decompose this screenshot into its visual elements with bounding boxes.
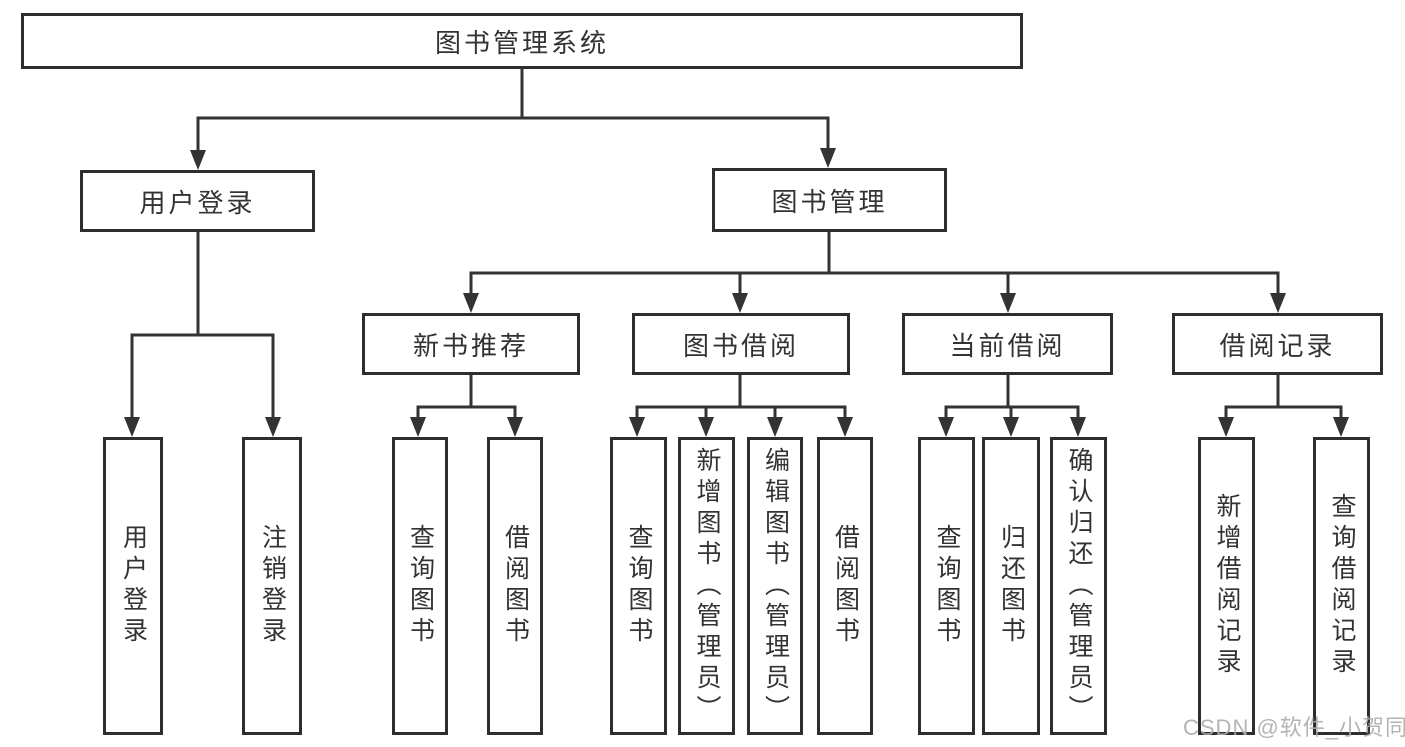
node-leaf-edit-books-admin-label: 编辑图书（管理员） (761, 446, 790, 726)
arrowhead (265, 417, 281, 437)
connector-root-to-level2 (196, 69, 830, 152)
arrowhead (410, 417, 426, 437)
node-leaf-add-books-admin-label: 新增图书（管理员） (693, 446, 721, 726)
node-user-login-branch-label: 用户登录 (139, 187, 256, 218)
node-leaf-query-books-1-label: 查询图书 (406, 524, 435, 648)
node-leaf-return-books: 归还图书 (982, 437, 1040, 735)
node-leaf-query-books-2-label: 查询图书 (625, 524, 653, 648)
node-borrow-records: 借阅记录 (1172, 313, 1383, 375)
node-user-login-branch: 用户登录 (80, 170, 315, 232)
node-root-label: 图书管理系统 (434, 27, 609, 58)
node-book-management-label: 图书管理 (771, 186, 888, 217)
node-new-book-recommend-label: 新书推荐 (412, 330, 529, 361)
node-leaf-add-borrow-record: 新增借阅记录 (1198, 437, 1255, 735)
node-leaf-logout-label: 注销登录 (258, 524, 287, 648)
node-leaf-borrow-books-1-label: 借阅图书 (501, 524, 530, 648)
arrowhead (507, 417, 523, 437)
node-borrow-records-label: 借阅记录 (1219, 330, 1336, 361)
node-leaf-edit-books-admin: 编辑图书（管理员） (747, 437, 803, 735)
arrowhead (124, 417, 140, 437)
connector-bookborrow-to-leaves (635, 375, 847, 419)
arrowhead (1000, 293, 1016, 313)
node-current-borrow-label: 当前借阅 (949, 330, 1066, 361)
node-leaf-borrow-books-1: 借阅图书 (487, 437, 543, 735)
arrowhead (837, 417, 853, 437)
arrowhead (1003, 417, 1019, 437)
connector-userlogin-to-leaves (130, 232, 275, 419)
node-root: 图书管理系统 (21, 13, 1023, 69)
node-book-borrow-label: 图书借阅 (682, 330, 799, 361)
arrowhead (1333, 417, 1349, 437)
node-leaf-query-books-3: 查询图书 (918, 437, 975, 735)
arrowhead (732, 293, 748, 313)
node-leaf-borrow-books-2: 借阅图书 (817, 437, 873, 735)
node-leaf-query-books-3-label: 查询图书 (933, 524, 961, 648)
arrowhead (698, 417, 714, 437)
node-leaf-confirm-return-admin: 确认归还（管理员） (1050, 437, 1107, 735)
connector-borrowrecords-to-leaves (1224, 375, 1343, 419)
arrowhead (629, 417, 645, 437)
arrowhead (190, 150, 206, 170)
connector-newbookrec-to-leaves (416, 375, 517, 419)
node-book-management: 图书管理 (712, 168, 947, 232)
arrowhead (767, 417, 783, 437)
arrowhead (1070, 417, 1086, 437)
node-book-borrow: 图书借阅 (632, 313, 850, 375)
node-leaf-query-borrow-record: 查询借阅记录 (1313, 437, 1370, 735)
node-leaf-user-login-label: 用户登录 (119, 524, 148, 648)
node-leaf-query-books-2: 查询图书 (610, 437, 667, 735)
node-new-book-recommend: 新书推荐 (362, 313, 580, 375)
arrowhead (820, 148, 836, 168)
node-leaf-query-books-1: 查询图书 (392, 437, 448, 735)
node-leaf-user-login: 用户登录 (103, 437, 163, 735)
connector-bookmgmt-to-level3 (469, 232, 1280, 295)
connector-currentborrow-to-leaves (944, 375, 1080, 419)
node-leaf-add-borrow-record-label: 新增借阅记录 (1213, 493, 1241, 679)
node-leaf-confirm-return-admin-label: 确认归还（管理员） (1065, 446, 1093, 726)
node-current-borrow: 当前借阅 (902, 313, 1113, 375)
csdn-watermark: CSDN @软件_小贺同学 (1183, 715, 1405, 740)
node-leaf-query-borrow-record-label: 查询借阅记录 (1328, 493, 1356, 679)
arrowhead (463, 293, 479, 313)
node-leaf-return-books-label: 归还图书 (997, 524, 1026, 648)
node-leaf-logout: 注销登录 (242, 437, 302, 735)
arrowhead (1218, 417, 1234, 437)
arrowhead (1270, 293, 1286, 313)
node-leaf-borrow-books-2-label: 借阅图书 (831, 524, 860, 648)
node-leaf-add-books-admin: 新增图书（管理员） (678, 437, 735, 735)
arrowhead (938, 417, 954, 437)
